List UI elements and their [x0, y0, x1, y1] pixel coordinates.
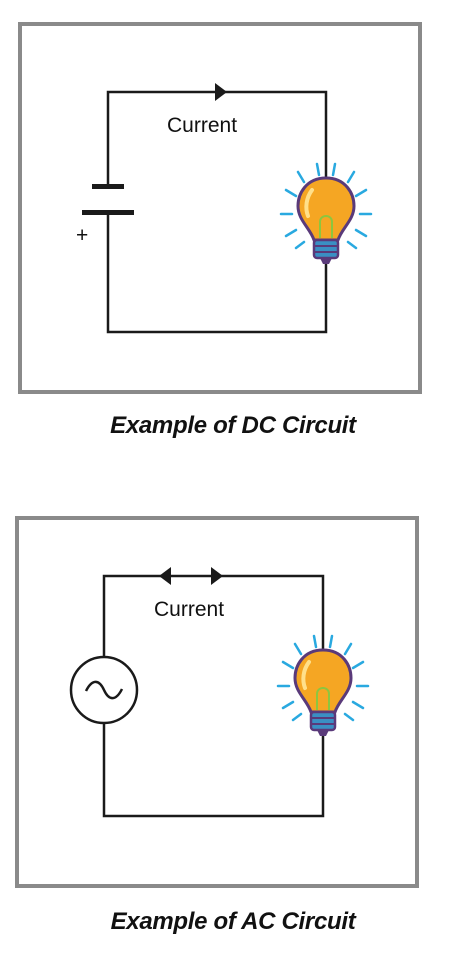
dc-plus-sign: + [76, 224, 88, 247]
bulb-filament [316, 687, 330, 710]
sine-wave-icon [84, 680, 124, 700]
bulb-highlight [304, 188, 314, 218]
dc-caption: Example of DC Circuit [110, 412, 356, 439]
bulb-base [309, 710, 337, 732]
light-bulb-icon [276, 634, 370, 736]
bulb-highlight [301, 660, 311, 690]
glow-rays [276, 634, 370, 722]
dc-current-label: Current [167, 114, 237, 137]
ac-current-arrow-left [159, 567, 171, 585]
ac-caption: Example of AC Circuit [110, 908, 356, 935]
battery-icon [82, 184, 134, 215]
bulb-filament [319, 215, 333, 238]
bulb-tip [317, 730, 329, 736]
dc-wire-top [106, 90, 328, 188]
dc-circuit-diagram: + Current [76, 83, 373, 334]
bulb-tip [320, 258, 332, 264]
ac-wire-bottom [102, 720, 325, 818]
light-bulb-icon [279, 162, 373, 264]
dc-circuit-panel: + Current [18, 22, 422, 394]
ac-current-label: Current [154, 598, 224, 621]
ac-circuit-diagram: Current [69, 567, 370, 818]
ac-current-arrow-right [211, 567, 223, 585]
ac-source-icon [69, 655, 139, 725]
dc-current-arrow [215, 83, 227, 101]
glow-rays [279, 162, 373, 250]
bulb-base [312, 238, 340, 260]
ac-circuit-panel: Current [15, 516, 419, 888]
dc-wire-bottom [106, 215, 328, 334]
